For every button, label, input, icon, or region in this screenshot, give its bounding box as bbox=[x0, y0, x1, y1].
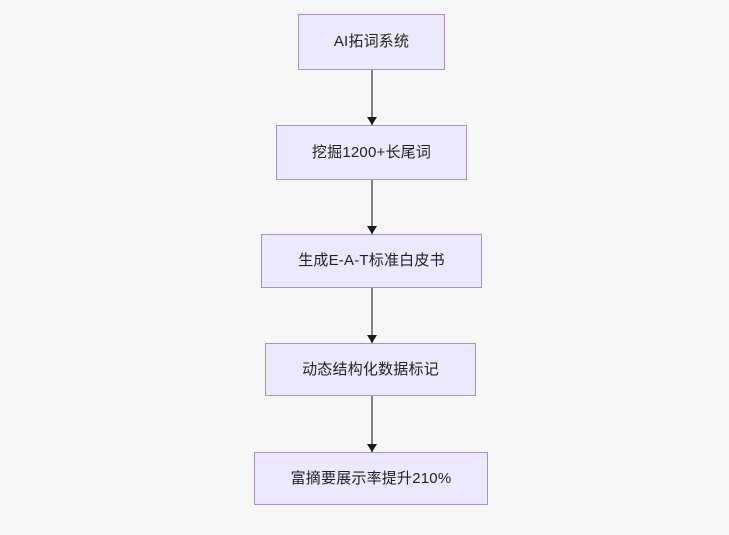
edge-line bbox=[371, 180, 373, 234]
edge-node2-to-node3 bbox=[367, 180, 377, 234]
edge-node3-to-node4 bbox=[367, 288, 377, 343]
edge-line bbox=[371, 70, 373, 125]
flowchart-node-dynamic-structured-data-markup[interactable]: 动态结构化数据标记 bbox=[265, 343, 476, 396]
edge-node4-to-node5 bbox=[367, 396, 377, 452]
arrow-head-icon bbox=[367, 335, 377, 343]
edge-line bbox=[371, 396, 373, 452]
node-label: AI拓词系统 bbox=[333, 33, 410, 50]
edge-node1-to-node2 bbox=[367, 70, 377, 125]
flowchart-node-mine-longtail-keywords[interactable]: 挖掘1200+长尾词 bbox=[276, 125, 467, 180]
node-label: 挖掘1200+长尾词 bbox=[311, 143, 432, 161]
flowchart-node-generate-eat-whitepaper[interactable]: 生成E-A-T标准白皮书 bbox=[261, 234, 482, 288]
edge-line bbox=[371, 288, 373, 343]
arrow-head-icon bbox=[367, 444, 377, 452]
arrow-head-icon bbox=[367, 226, 377, 234]
node-label: 动态结构化数据标记 bbox=[302, 360, 439, 378]
node-label: 生成E-A-T标准白皮书 bbox=[298, 252, 445, 269]
flowchart-node-ai-keyword-system[interactable]: AI拓词系统 bbox=[298, 14, 445, 70]
arrow-head-icon bbox=[367, 117, 377, 125]
flowchart-node-rich-snippet-rate-increase[interactable]: 富摘要展示率提升210% bbox=[254, 452, 488, 505]
node-label: 富摘要展示率提升210% bbox=[290, 469, 452, 487]
